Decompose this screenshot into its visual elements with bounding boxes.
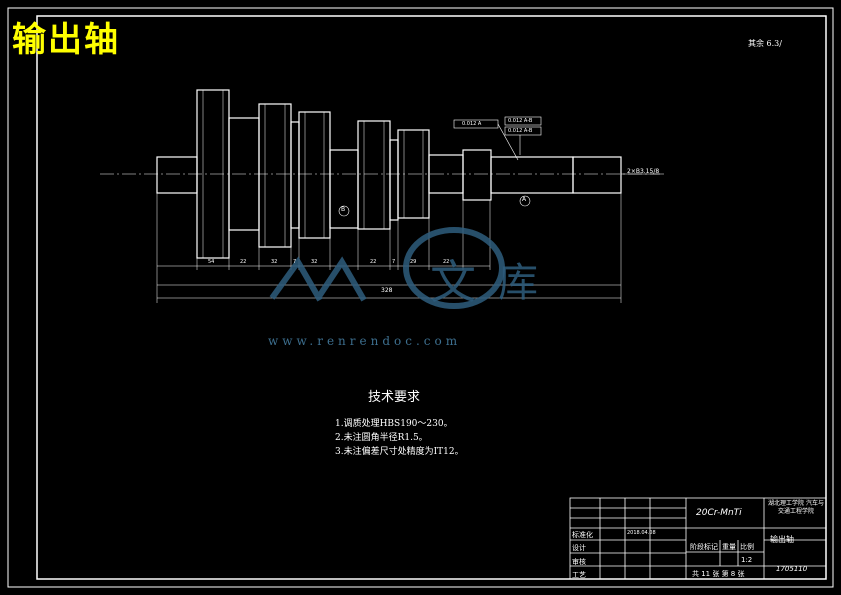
dim-seg-4: 7 bbox=[293, 259, 297, 265]
dim-seg-2: 22 bbox=[240, 259, 247, 265]
title-block-scale: 1:2 bbox=[741, 556, 753, 564]
dim-seg-8: 29 bbox=[410, 259, 417, 265]
dim-seg-6: 22 bbox=[370, 259, 377, 265]
requirement-item-2: 2.未注圆角半径R1.5。 bbox=[335, 433, 428, 443]
dim-seg-5: 32 bbox=[311, 259, 318, 265]
datum-b-circle bbox=[338, 205, 350, 217]
tolerance-3: 0.012 A-B bbox=[508, 128, 533, 134]
overall-dimension: 328 bbox=[381, 287, 393, 294]
title-block-stage-label: 阶段标记 bbox=[690, 543, 718, 551]
dimension-lines bbox=[156, 193, 622, 303]
tolerance-2: 0.012 A-B bbox=[508, 118, 533, 124]
outer-frame bbox=[7, 7, 834, 588]
shaft-gear-4 bbox=[357, 120, 391, 230]
watermark-char: 文 bbox=[430, 255, 476, 309]
shaft-step-3 bbox=[329, 149, 359, 229]
shaft-gear-2 bbox=[258, 103, 292, 248]
title-block-checker-label: 审核 bbox=[572, 558, 586, 566]
gear-inner-lines bbox=[202, 90, 424, 258]
roughness-note: 其余 6.3/ bbox=[748, 39, 782, 48]
title-block-drawing-no: 1705110 bbox=[776, 565, 808, 573]
title-block-sheet-info: 共 11 张 第 8 张 bbox=[692, 570, 745, 578]
center-hole-callout: 2×B3.15/8 bbox=[627, 168, 660, 175]
shaft-step-6 bbox=[462, 149, 492, 201]
drawing-title: 输出轴 bbox=[12, 20, 120, 60]
title-block-material: 20Cr-MnTi bbox=[696, 508, 742, 518]
tolerance-frames bbox=[453, 116, 542, 161]
shaft-step-2 bbox=[290, 121, 300, 229]
dim-seg-1: 54 bbox=[208, 259, 215, 265]
title-block-scale-label: 比例 bbox=[740, 543, 754, 551]
title-block-designer-label: 设计 bbox=[572, 544, 586, 552]
shaft-profile bbox=[156, 89, 622, 259]
inner-frame bbox=[36, 15, 827, 580]
title-block-part-name: 输出轴 bbox=[770, 535, 794, 544]
title-block-school: 湖北理工学院 汽车与交通工程学院 bbox=[768, 500, 824, 515]
datum-a-circle bbox=[519, 195, 531, 207]
requirement-item-3: 3.未注偏差尺寸处精度为IT12。 bbox=[335, 447, 464, 457]
tolerance-1: 0.012 A bbox=[462, 121, 482, 127]
title-block-weight-label: 重量 bbox=[722, 543, 736, 551]
title-block-process-label: 工艺 bbox=[572, 571, 586, 579]
shaft-step-4 bbox=[389, 139, 399, 221]
requirements-title: 技术要求 bbox=[368, 390, 421, 405]
dim-seg-3: 32 bbox=[271, 259, 278, 265]
watermark-char2: 库 bbox=[498, 260, 538, 306]
shaft-left-end bbox=[156, 156, 198, 194]
title-block-std-label: 标准化 bbox=[572, 531, 593, 539]
dim-seg-7: 7 bbox=[392, 259, 396, 265]
title-block-grid bbox=[569, 497, 827, 580]
datum-a-label: A bbox=[522, 196, 527, 203]
watermark-logo bbox=[269, 227, 505, 309]
shaft-spline bbox=[490, 156, 574, 194]
watermark-url: www.renrendoc.com bbox=[268, 334, 462, 348]
requirement-item-1: 1.调质处理HBS190～230。 bbox=[335, 419, 453, 429]
dim-seg-9: 22 bbox=[443, 259, 450, 265]
shaft-right-end bbox=[572, 156, 622, 194]
title-block-date: 2018.04.08 bbox=[627, 530, 656, 536]
shaft-gear-3 bbox=[298, 111, 331, 239]
datum-b-label: B bbox=[341, 206, 346, 213]
